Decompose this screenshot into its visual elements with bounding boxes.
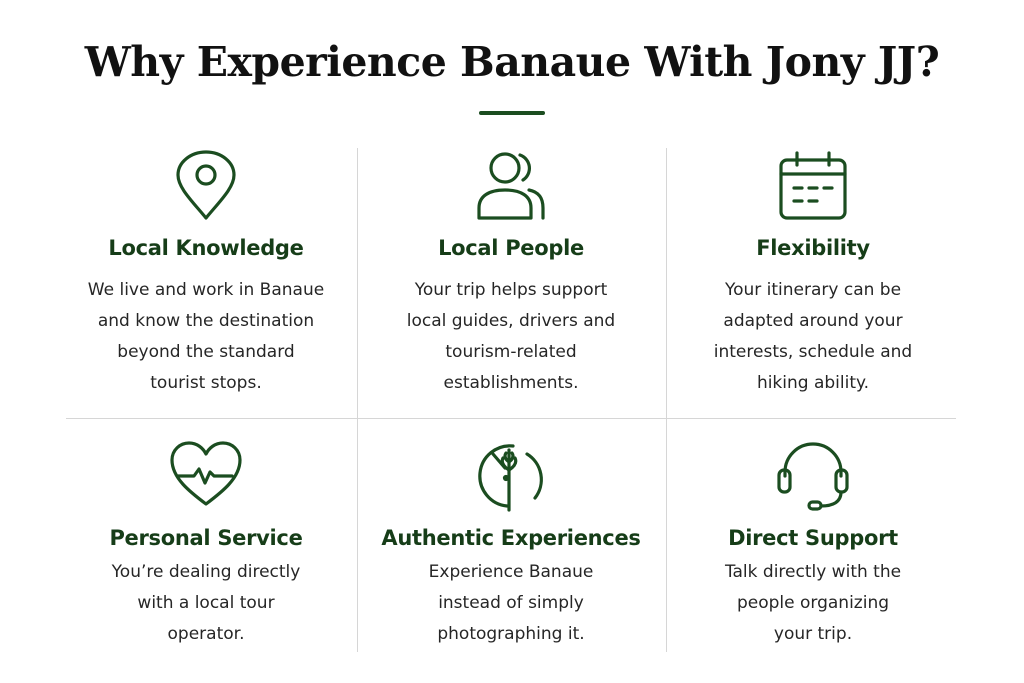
feature-description: You’re dealing directly with a local tou… — [56, 557, 356, 650]
description-line: your trip. — [773, 624, 853, 645]
title-underline — [479, 111, 545, 115]
description-line: Talk directly with the — [724, 562, 902, 583]
description-line: local guides, drivers and — [406, 311, 616, 332]
description-line: with a local tour — [137, 593, 275, 614]
feature-heading: Local Knowledge — [108, 236, 304, 260]
feature-description: Your itinerary can be adapted around you… — [663, 275, 963, 399]
feature-card-flexibility: Flexibility Your itinerary can be adapte… — [663, 150, 963, 399]
description-line: interests, schedule and — [713, 342, 913, 363]
feature-card-direct-support: Direct Support Talk directly with the pe… — [663, 440, 963, 650]
headset-icon — [663, 440, 963, 512]
description-line: You’re dealing directly — [111, 562, 301, 583]
description-line: hiking ability. — [756, 373, 870, 394]
description-line: establishments. — [443, 373, 579, 394]
people-icon — [361, 150, 661, 222]
feature-description: We live and work in Banaue and know the … — [56, 275, 356, 399]
description-line: beyond the standard — [117, 342, 295, 363]
feature-card-personal-service: Personal Service You’re dealing directly… — [56, 440, 356, 650]
feature-description: Experience Banaue instead of simply phot… — [361, 557, 661, 650]
feature-heading: Personal Service — [109, 526, 303, 550]
row-divider — [66, 418, 956, 419]
feature-heading: Flexibility — [756, 236, 870, 260]
feature-description: Your trip helps support local guides, dr… — [361, 275, 661, 399]
page-title: Why Experience Banaue With Jony JJ? — [84, 38, 940, 86]
feature-heading: Authentic Experiences — [381, 526, 641, 550]
description-line: people organizing — [736, 593, 890, 614]
feature-heading: Local People — [438, 236, 584, 260]
description-line: and know the destination — [97, 311, 315, 332]
description-line: Your itinerary can be — [724, 280, 902, 301]
description-line: tourism-related — [445, 342, 577, 363]
rice-plant-icon — [361, 440, 661, 512]
column-divider-left — [357, 148, 358, 652]
column-divider-right — [666, 148, 667, 652]
feature-card-authentic-experiences: Authentic Experiences Experience Banaue … — [361, 440, 661, 650]
feature-card-local-knowledge: Local Knowledge We live and work in Bana… — [56, 150, 356, 399]
description-line: Experience Banaue — [428, 562, 594, 583]
description-line: Your trip helps support — [414, 280, 608, 301]
description-line: instead of simply — [438, 593, 584, 614]
description-line: operator. — [167, 624, 245, 645]
feature-heading: Direct Support — [728, 526, 898, 550]
location-pin-icon — [56, 150, 356, 222]
feature-card-local-people: Local People Your trip helps support loc… — [361, 150, 661, 399]
description-line: tourist stops. — [150, 373, 262, 394]
description-line: photographing it. — [437, 624, 585, 645]
feature-description: Talk directly with the people organizing… — [663, 557, 963, 650]
calendar-icon — [663, 150, 963, 222]
description-line: adapted around your — [723, 311, 903, 332]
heart-pulse-icon — [56, 440, 356, 508]
description-line: We live and work in Banaue — [87, 280, 325, 301]
